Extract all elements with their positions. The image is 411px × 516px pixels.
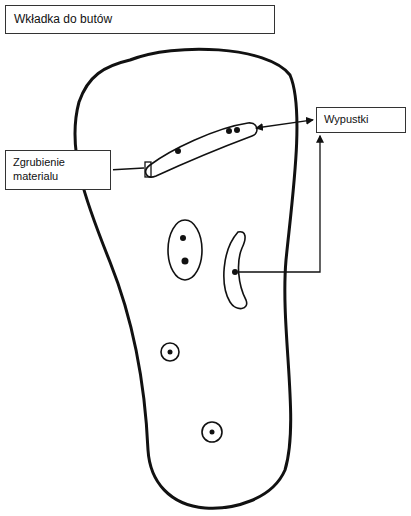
label-text: Wypustki	[324, 113, 398, 127]
crescent-pad	[224, 232, 247, 309]
round-pad	[202, 422, 222, 442]
callout-box: Wypustki	[316, 107, 406, 133]
insole-outline	[75, 49, 297, 508]
label-text: Wkładka do butów	[14, 12, 266, 27]
protrusion-dot	[168, 350, 173, 355]
protrusion-dot	[180, 235, 186, 241]
oval-pad	[168, 220, 202, 280]
band-edge-mark	[145, 162, 151, 177]
leader-line	[113, 168, 144, 170]
callout-box: Zgrubienie materialu	[5, 150, 111, 190]
protrusion-dot	[210, 430, 215, 435]
label-text: Zgrubienie materialu	[13, 156, 103, 184]
leader-arrow	[256, 120, 313, 128]
protrusion-dot	[226, 128, 232, 134]
protrusion-dot	[182, 258, 189, 265]
round-pad	[161, 343, 179, 361]
leader-arrow	[239, 136, 320, 272]
title-box: Wkładka do butów	[5, 5, 275, 34]
protrusion-dot	[232, 269, 238, 275]
thickening-band	[146, 123, 257, 177]
protrusion-dot	[234, 127, 240, 133]
protrusion-dot	[175, 148, 181, 154]
